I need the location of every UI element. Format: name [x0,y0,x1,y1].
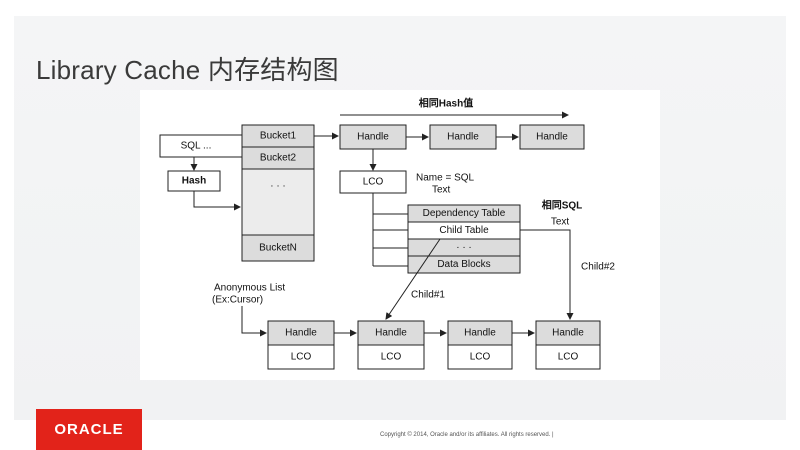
bucket-label-ellipsis: · · · [270,181,286,192]
anon-list-line2: (Ex:Cursor) [212,295,263,306]
bottom-pair-3: Handle LCO [447,320,513,370]
lco-item-table: Dependency Table Child Table · · · Data … [407,204,521,274]
lco-item-child-table: Child Table [439,225,489,236]
copyright-notice: Copyright © 2014, Oracle and/or its affi… [380,432,554,438]
slide-title: Library Cache 内存结构图 [36,55,339,85]
same-hash-label: 相同Hash值 [419,97,473,110]
lco-item-dependency: Dependency Table [423,208,506,219]
bottom-handle-3-label: Handle [464,328,496,339]
top-handle-2-label: Handle [447,132,479,143]
hash-box-label: Hash [182,176,206,187]
sql-box: SQL ... [159,134,243,158]
bottom-lco-2-label: LCO [381,352,402,363]
bottom-pair-2: Handle LCO [357,320,425,370]
name-text-label: Text [432,185,451,196]
bottom-handle-1-label: Handle [285,328,317,339]
same-sql-text: Text [551,217,570,228]
oracle-logo: ORACLE [36,409,142,450]
top-handle-1-label: Handle [357,132,389,143]
same-sql-label: 相同SQL [542,199,583,212]
child2-label: Child#2 [581,262,615,273]
bucket-label-n: BucketN [259,243,297,254]
library-cache-diagram: SQL ... Hash Bucket1 Bucket2 · · · Bucke… [140,90,660,380]
child1-arrow [385,238,441,320]
top-lco-box: LCO [339,170,407,194]
bottom-pair-4: Handle LCO [535,320,601,370]
bottom-handle-2-label: Handle [375,328,407,339]
bottom-handle-4-label: Handle [552,328,584,339]
anon-list-arrow [241,306,267,337]
name-sql-label: Name = SQL [416,173,475,184]
bottom-lco-4-label: LCO [558,352,579,363]
bucket-column: Bucket1 Bucket2 · · · BucketN [241,124,315,262]
bottom-lco-1-label: LCO [291,352,312,363]
lco-item-ellipsis: · · · [456,242,472,253]
bottom-pair-1: Handle LCO [267,320,335,370]
lco-item-data-blocks: Data Blocks [437,259,490,270]
top-handle-3-label: Handle [536,132,568,143]
bucket-label-1: Bucket1 [260,131,297,142]
top-lco-label: LCO [363,177,384,188]
anon-list-line1: Anonymous List [214,283,285,294]
top-handle-2: Handle [429,124,497,150]
sql-box-label: SQL ... [181,141,212,152]
oracle-logo-text: ORACLE [54,421,124,438]
top-handle-1: Handle [339,124,407,150]
bucket-label-2: Bucket2 [260,153,297,164]
hash-box: Hash [167,170,221,192]
hash-to-bucket-arrow [193,191,241,211]
child1-label: Child#1 [411,290,445,301]
top-handle-3: Handle [519,124,585,150]
child2-arrow [520,229,574,320]
bottom-lco-3-label: LCO [470,352,491,363]
